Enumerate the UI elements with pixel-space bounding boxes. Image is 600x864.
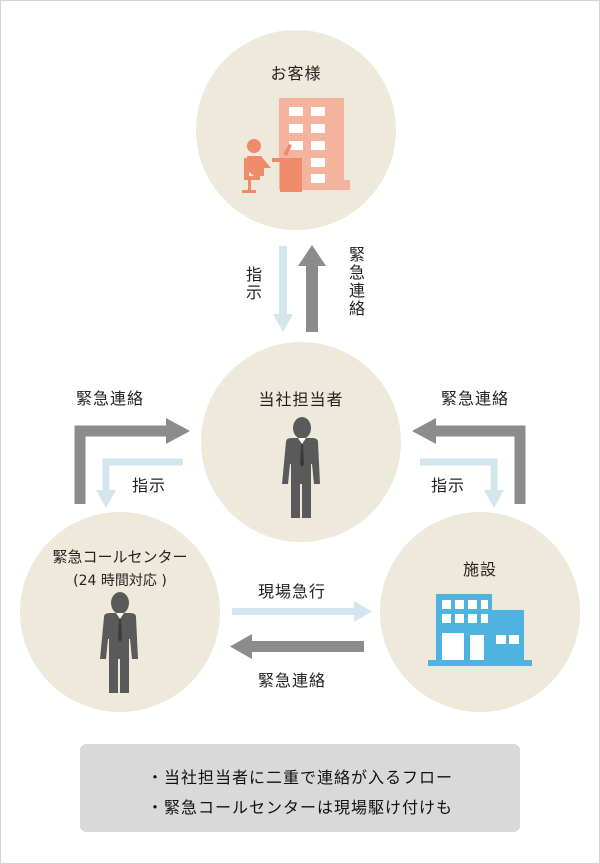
businessman-icon bbox=[100, 592, 138, 693]
arrow-facility-to-callcenter bbox=[230, 634, 364, 659]
flow-label-instruction: 指示 bbox=[431, 476, 466, 495]
flow-label-emergency: 緊急連絡 bbox=[441, 389, 510, 408]
note-line: ・当社担当者に二重で連絡が入るフロー bbox=[146, 768, 453, 787]
call-center-label: 緊急コールセンター bbox=[52, 548, 188, 566]
person-at-desk-icon bbox=[242, 139, 302, 193]
arrow-rep-to-callcenter bbox=[96, 458, 183, 508]
flow-label-instruction: 指示 bbox=[132, 476, 167, 495]
arrow-facility-to-rep bbox=[412, 418, 526, 504]
representative-node: 当社担当者 bbox=[201, 342, 401, 542]
arrow-callcenter-to-rep bbox=[74, 418, 190, 504]
representative-label: 当社担当者 bbox=[258, 390, 344, 409]
note-line: ・緊急コールセンターは現場駆け付けも bbox=[146, 798, 453, 817]
arrow-rep-to-facility bbox=[420, 458, 504, 508]
flow-label-instruction: 指示 bbox=[243, 266, 262, 302]
call-center-sublabel: (24 時間対応 ) bbox=[73, 573, 167, 589]
flow-label-emergency: 緊急連絡 bbox=[76, 389, 145, 408]
flow-label-rush: 現場急行 bbox=[258, 582, 327, 601]
facility-building-icon bbox=[428, 594, 532, 666]
office-building-icon bbox=[279, 98, 350, 190]
flow-label-emergency: 緊急連絡 bbox=[346, 246, 365, 318]
flow-label-emergency: 緊急連絡 bbox=[258, 671, 327, 690]
customer-label: お客様 bbox=[270, 64, 322, 83]
businessman-icon bbox=[282, 417, 320, 518]
arrow-down-instruction bbox=[273, 246, 293, 332]
arrow-callcenter-to-facility bbox=[232, 601, 372, 622]
notes-box: ・当社担当者に二重で連絡が入るフロー ・緊急コールセンターは現場駆け付けも bbox=[80, 744, 520, 832]
arrow-up-emergency bbox=[298, 245, 326, 332]
facility-label: 施設 bbox=[462, 560, 497, 579]
